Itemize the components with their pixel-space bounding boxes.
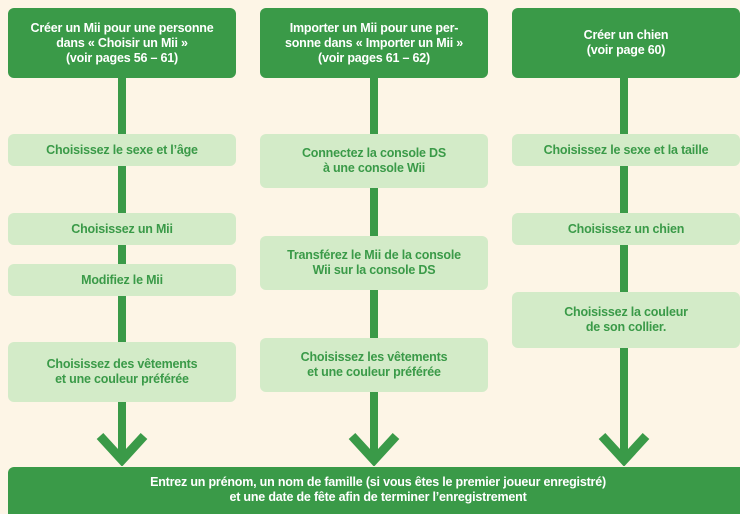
step-box: Choisissez la couleur de son collier. xyxy=(512,292,740,348)
final-step-box: Entrez un prénom, un nom de famille (si … xyxy=(8,467,740,514)
step-box: Choisissez les vêtements et une couleur … xyxy=(260,338,488,392)
step-box: Transférez le Mii de la console Wii sur … xyxy=(260,236,488,290)
arrow-down-icon xyxy=(598,432,650,466)
header-create-mii: Créer un Mii pour une personne dans « Ch… xyxy=(8,8,236,78)
arrow-down-icon xyxy=(96,432,148,466)
header-create-dog: Créer un chien (voir page 60) xyxy=(512,8,740,78)
step-box: Choisissez un Mii xyxy=(8,213,236,245)
step-box: Choisissez un chien xyxy=(512,213,740,245)
connector-line xyxy=(620,70,628,458)
step-box: Choisissez le sexe et l’âge xyxy=(8,134,236,166)
arrow-down-icon xyxy=(348,432,400,466)
step-box: Choisissez des vêtements et une couleur … xyxy=(8,342,236,402)
step-box: Connectez la console DS à une console Wi… xyxy=(260,134,488,188)
step-box: Modifiez le Mii xyxy=(8,264,236,296)
step-box: Choisissez le sexe et la taille xyxy=(512,134,740,166)
header-import-mii: Importer un Mii pour une per- sonne dans… xyxy=(260,8,488,78)
